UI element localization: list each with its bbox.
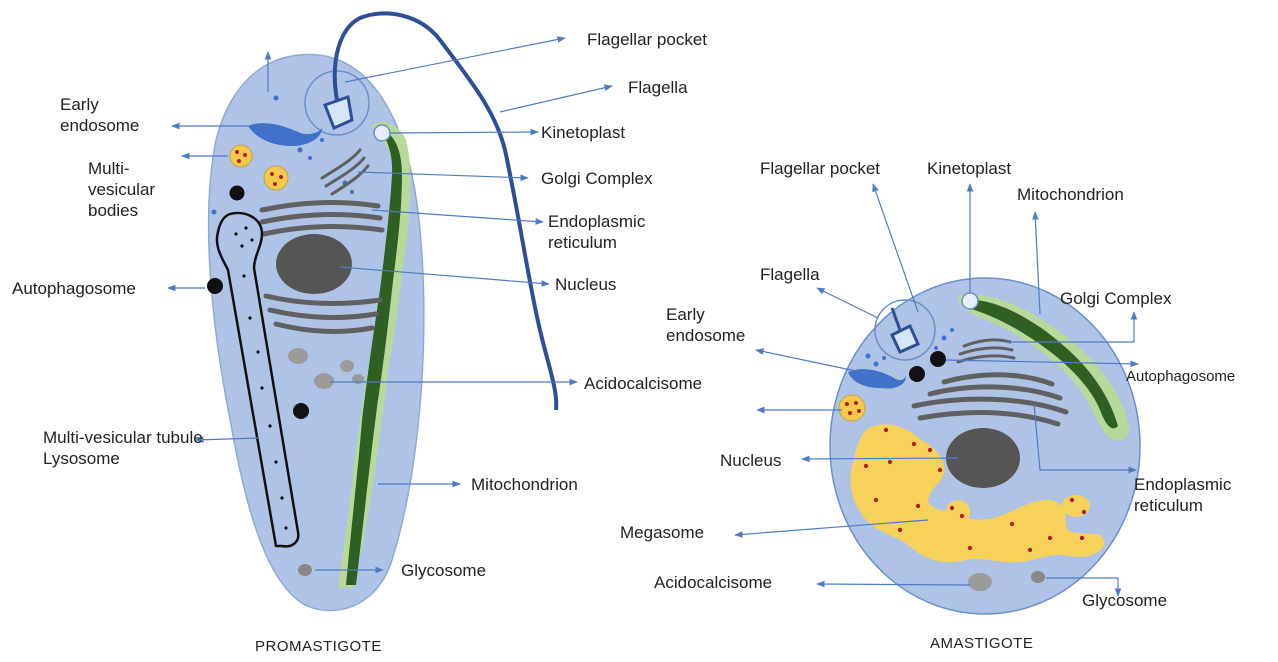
amastigote-multivesicular-body <box>839 395 865 421</box>
label-amastigote-acidocalcisome: Acidocalcisome <box>654 572 772 593</box>
amastigote-kinetoplast <box>962 293 978 309</box>
promastigote-glycosome <box>298 564 312 576</box>
amastigote-megasome-blob <box>946 500 970 524</box>
caption-promastigote: PROMASTIGOTE <box>255 638 382 655</box>
label-amastigote-golgi: Golgi Complex <box>1060 288 1172 309</box>
label-promastigote-mitochondrion: Mitochondrion <box>471 474 578 495</box>
label-promastigote-glycosome: Glycosome <box>401 560 486 581</box>
amastigote-cell <box>830 278 1140 614</box>
label-promastigote-flagella: Flagella <box>628 77 688 98</box>
label-promastigote-golgi: Golgi Complex <box>541 168 653 189</box>
label-promastigote-nucleus: Nucleus <box>555 274 616 295</box>
label-amastigote-glycosome: Glycosome <box>1082 590 1167 611</box>
promastigote-cell <box>207 13 556 610</box>
label-amastigote-flagella: Flagella <box>760 264 820 285</box>
label-promastigote-er: Endoplasmic reticulum <box>548 211 688 253</box>
amastigote-glycosome <box>1031 571 1045 583</box>
label-promastigote-early-endosome: Early endosome <box>60 94 170 136</box>
label-promastigote-mvb: Multi- vesicular bodies <box>88 158 183 221</box>
label-amastigote-nucleus: Nucleus <box>720 450 781 471</box>
amastigote-megasome-blob-2 <box>1062 495 1090 517</box>
label-promastigote-mvt-lysosome: Multi-vesicular tubule Lysosome <box>43 427 213 469</box>
amastigote-acidocalcisome <box>968 573 992 591</box>
label-amastigote-autophagosome: Autophagosome <box>1126 366 1235 387</box>
label-amastigote-megasome: Megasome <box>620 522 704 543</box>
label-promastigote-autophagosome: Autophagosome <box>12 278 136 299</box>
label-amastigote-flagellar-pocket: Flagellar pocket <box>760 158 880 179</box>
caption-amastigote: AMASTIGOTE <box>930 635 1033 652</box>
label-amastigote-mitochondrion: Mitochondrion <box>1017 184 1124 205</box>
label-promastigote-acidocalcisome: Acidocalcisome <box>584 373 702 394</box>
promastigote-nucleus <box>276 234 352 294</box>
label-amastigote-early-endosome: Early endosome <box>666 304 786 346</box>
promastigote-kinetoplast <box>374 125 390 141</box>
label-amastigote-er: Endoplasmic reticulum <box>1134 474 1264 516</box>
label-promastigote-kinetoplast: Kinetoplast <box>541 122 625 143</box>
label-promastigote-flagellar-pocket: Flagellar pocket <box>587 29 707 50</box>
label-amastigote-kinetoplast: Kinetoplast <box>927 158 1011 179</box>
